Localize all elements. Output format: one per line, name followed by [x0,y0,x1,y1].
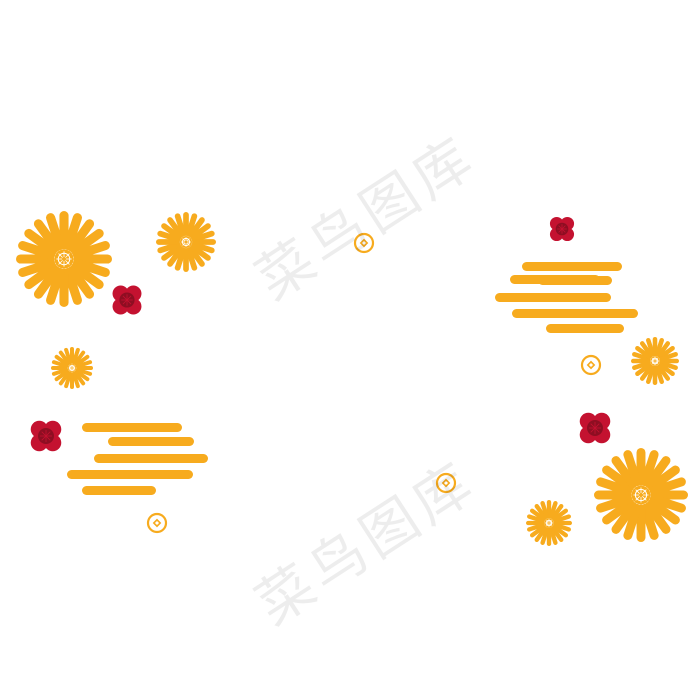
chrysanthemum-flower [594,448,688,542]
chrysanthemum-flower [16,211,112,307]
coin-icon [580,354,602,376]
auspicious-cloud-icon [67,423,208,495]
plum-blossom-icon [579,412,611,444]
coin-icon [146,512,168,534]
plum-blossom-icon [30,420,62,452]
plum-blossom-icon [112,285,142,315]
coin-icon [435,472,457,494]
chrysanthemum-flower [156,212,216,272]
auspicious-cloud-icon [495,262,638,333]
chrysanthemum-flower [631,337,679,385]
chrysanthemum-flower [526,500,572,546]
plum-blossom-icon [549,216,575,242]
coin-icon [353,232,375,254]
chrysanthemum-flower [51,347,93,389]
